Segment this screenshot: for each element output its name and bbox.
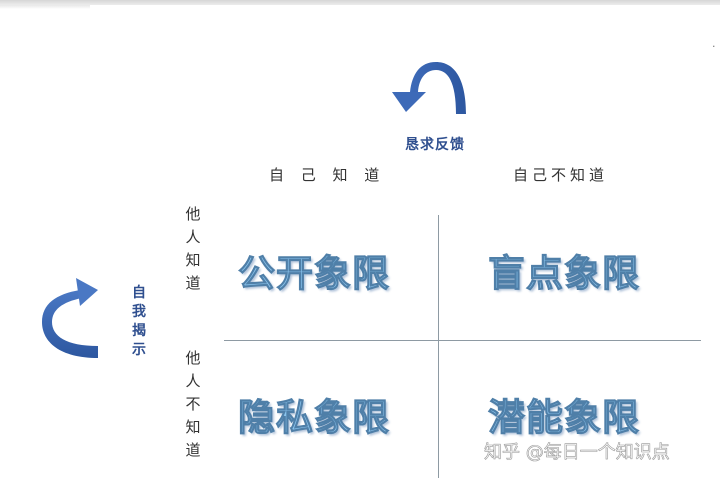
row-header-others-known: 他人知道 [185,205,201,292]
edge-mark: · [712,40,716,53]
quadrant-hidden: 隐私象限 [238,396,390,440]
top-scan-strip [0,0,720,9]
grid-horizontal-divider [224,340,701,341]
quadrant-potential: 潜能象限 [488,396,640,440]
column-header-self-known: 自 己 知 道 [269,166,386,184]
feedback-label: 恳求反馈 [405,137,465,153]
grid-vertical-divider [438,215,439,478]
column-header-self-unknown: 自己不知道 [513,166,609,184]
curved-arrow-disclosure-icon [42,278,98,358]
watermark: 知乎 @每日一个知识点 [484,442,670,464]
row-header-others-unknown: 他人不知道 [185,349,201,459]
self-disclosure-label: 自我揭示 [132,285,146,358]
curved-arrow-feedback-icon [392,62,466,114]
quadrant-blind: 盲点象限 [488,252,640,296]
quadrant-open: 公开象限 [238,252,390,296]
